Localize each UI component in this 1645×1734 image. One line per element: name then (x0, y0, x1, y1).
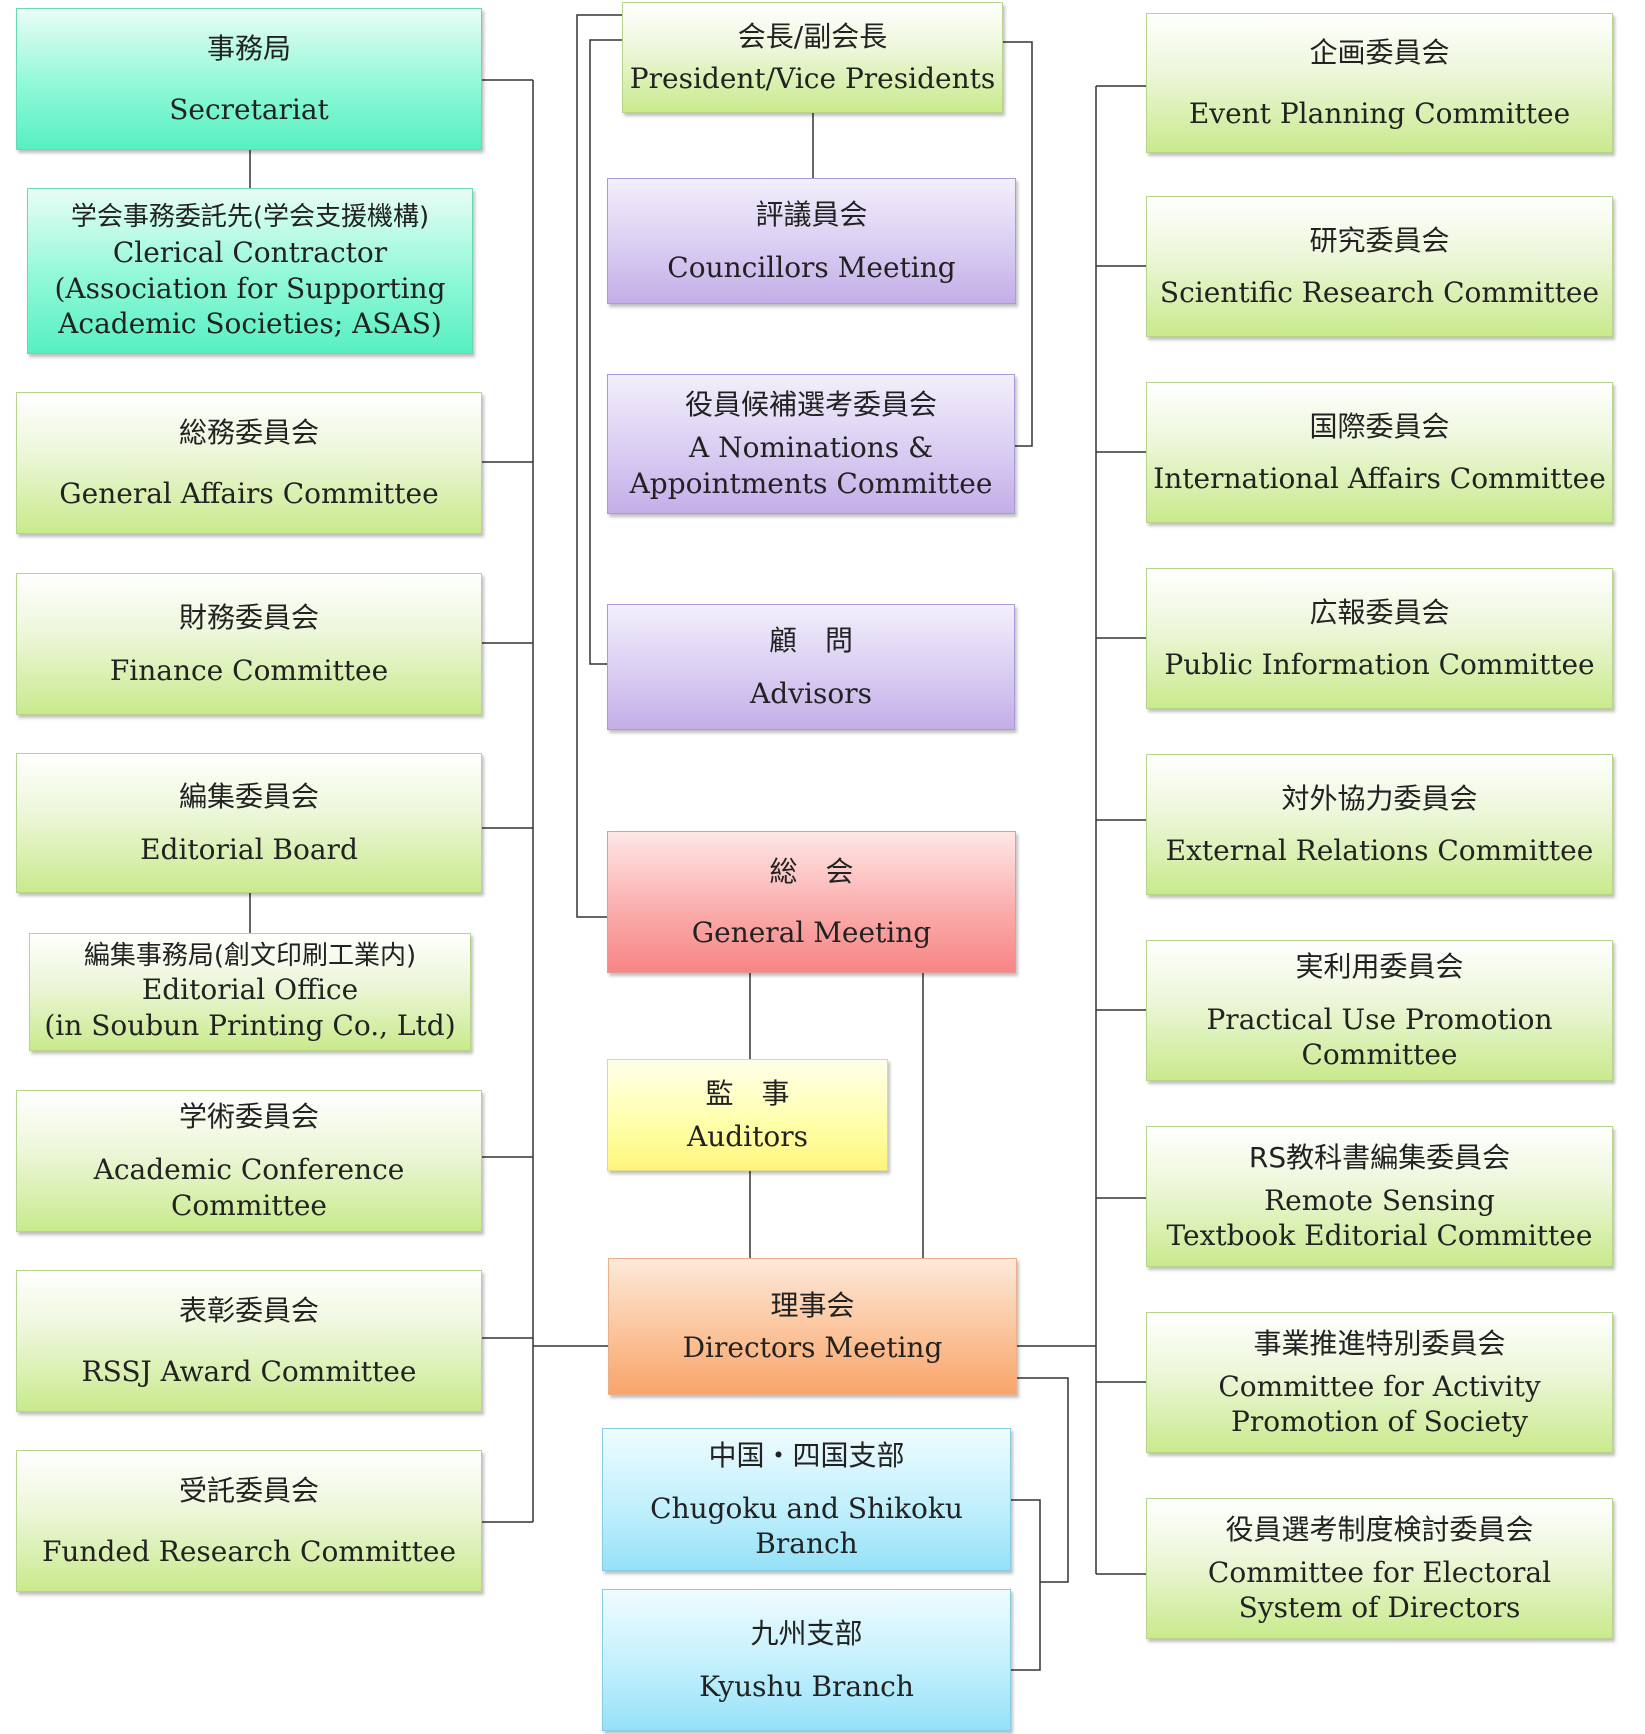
kyushu-branch-ja: 九州支部 (750, 1617, 863, 1651)
public-info-box: 広報委員会 Public Information Committee (1146, 568, 1613, 709)
textbook-editorial-en-line2: Textbook Editorial Committee (1166, 1219, 1593, 1253)
editorial-office-box: 編集事務局(創文印刷工業内) Editorial Office (in Soub… (29, 933, 471, 1051)
general-affairs-ja: 総務委員会 (178, 416, 319, 450)
academic-conference-en: Academic Conference Committee (93, 1153, 405, 1222)
councillors-en: Councillors Meeting (667, 250, 956, 284)
international-box: 国際委員会 International Affairs Committee (1146, 382, 1613, 523)
kyushu-branch-en: Kyushu Branch (699, 1669, 914, 1703)
advisors-box: 顧 問 Advisors (607, 604, 1015, 730)
advisors-en: Advisors (750, 676, 872, 710)
president-en: President/Vice Presidents (629, 62, 996, 96)
textbook-editorial-ja: RS教科書編集委員会 (1248, 1140, 1511, 1174)
editorial-office-ja: 編集事務局(創文印刷工業内) (83, 940, 417, 971)
chugoku-branch-box: 中国・四国支部 Chugoku and Shikoku Branch (602, 1428, 1011, 1571)
scientific-research-box: 研究委員会 Scientific Research Committee (1146, 196, 1613, 337)
general-affairs-box: 総務委員会 General Affairs Committee (16, 392, 482, 534)
clerical-contractor-box: 学会事務委託先(学会支援機構) Clerical Contractor (Ass… (27, 188, 473, 354)
activity-promotion-box: 事業推進特別委員会 Committee for Activity Promoti… (1146, 1312, 1613, 1453)
practical-use-box: 実利用委員会 Practical Use Promotion Committee (1146, 940, 1613, 1081)
general-affairs-en: General Affairs Committee (59, 476, 439, 510)
award-en: RSSJ Award Committee (81, 1354, 417, 1388)
chugoku-branch-ja: 中国・四国支部 (708, 1438, 905, 1472)
finance-en: Finance Committee (109, 653, 389, 687)
award-ja: 表彰委員会 (178, 1294, 319, 1328)
international-en: International Affairs Committee (1153, 462, 1606, 496)
finance-box: 財務委員会 Finance Committee (16, 573, 482, 715)
international-ja: 国際委員会 (1309, 409, 1450, 443)
editorial-board-en: Editorial Board (140, 832, 358, 866)
external-relations-ja: 対外協力委員会 (1281, 781, 1478, 815)
event-planning-box: 企画委員会 Event Planning Committee (1146, 13, 1613, 153)
electoral-system-box: 役員選考制度検討委員会 Committee for Electoral Syst… (1146, 1498, 1613, 1639)
bracket-general-meeting-president (576, 14, 622, 918)
finance-ja: 財務委員会 (178, 601, 319, 635)
practical-use-ja: 実利用委員会 (1295, 949, 1464, 983)
nominations-en-line2: Appointments Committee (629, 466, 993, 500)
electoral-system-en-line2: System of Directors (1238, 1591, 1521, 1625)
secretariat-en: Secretariat (169, 92, 329, 126)
funded-research-en: Funded Research Committee (41, 1534, 457, 1568)
president-ja: 会長/副会長 (737, 19, 888, 53)
clerical-en-line1: Clerical Contractor (112, 235, 388, 269)
academic-conference-box: 学術委員会 Academic Conference Committee (16, 1090, 482, 1232)
councillors-ja: 評議員会 (755, 198, 868, 232)
scientific-research-en: Scientific Research Committee (1159, 276, 1600, 310)
nominations-en-line1: A Nominations & (688, 431, 933, 465)
textbook-editorial-box: RS教科書編集委員会 Remote Sensing Textbook Edito… (1146, 1126, 1613, 1267)
bracket-branches (1011, 1499, 1041, 1671)
secretariat-ja: 事務局 (206, 32, 291, 66)
event-planning-en: Event Planning Committee (1188, 96, 1571, 130)
practical-use-en: Practical Use Promotion Committee (1206, 1002, 1553, 1072)
kyushu-branch-box: 九州支部 Kyushu Branch (602, 1589, 1011, 1731)
clerical-en-line2: (Association for Supporting (54, 271, 446, 305)
public-info-ja: 広報委員会 (1309, 595, 1450, 629)
event-planning-ja: 企画委員会 (1309, 36, 1450, 70)
bracket-advisors (589, 39, 622, 665)
general-meeting-ja: 総 会 (769, 855, 854, 889)
clerical-ja: 学会事務委託先(学会支援機構) (70, 201, 430, 232)
scientific-research-ja: 研究委員会 (1309, 223, 1450, 257)
textbook-editorial-en-line1: Remote Sensing (1264, 1183, 1495, 1217)
activity-promotion-en-line1: Committee for Activity (1218, 1369, 1541, 1403)
president-box: 会長/副会長 President/Vice Presidents (622, 2, 1003, 113)
directors-box: 理事会 Directors Meeting (608, 1258, 1017, 1395)
directors-ja: 理事会 (770, 1288, 855, 1322)
auditors-en: Auditors (687, 1119, 808, 1153)
nominations-box: 役員候補選考委員会 A Nominations & Appointments C… (607, 374, 1015, 514)
funded-research-box: 受託委員会 Funded Research Committee (16, 1450, 482, 1592)
editorial-board-box: 編集委員会 Editorial Board (16, 753, 482, 893)
activity-promotion-en-line2: Promotion of Society (1231, 1405, 1528, 1439)
chugoku-branch-en: Chugoku and Shikoku Branch (650, 1491, 963, 1561)
auditors-box: 監 事 Auditors (607, 1059, 888, 1171)
electoral-system-ja: 役員選考制度検討委員会 (1225, 1512, 1534, 1546)
editorial-office-en-line2: (in Soubun Printing Co., Ltd) (44, 1008, 456, 1042)
funded-research-ja: 受託委員会 (178, 1474, 319, 1508)
auditors-ja: 監 事 (705, 1077, 790, 1111)
connector-directors-branches (1017, 1377, 1069, 1583)
editorial-office-en-line1: Editorial Office (141, 972, 359, 1006)
external-relations-en: External Relations Committee (1165, 834, 1594, 868)
general-meeting-en: General Meeting (691, 915, 932, 949)
activity-promotion-ja: 事業推進特別委員会 (1253, 1326, 1506, 1360)
public-info-en: Public Information Committee (1164, 648, 1595, 682)
editorial-board-ja: 編集委員会 (178, 780, 319, 814)
award-box: 表彰委員会 RSSJ Award Committee (16, 1270, 482, 1412)
external-relations-box: 対外協力委員会 External Relations Committee (1146, 754, 1613, 895)
councillors-box: 評議員会 Councillors Meeting (607, 178, 1016, 304)
directors-en: Directors Meeting (682, 1331, 943, 1365)
clerical-en-line3: Academic Societies; ASAS) (58, 307, 442, 341)
advisors-ja: 顧 問 (768, 624, 853, 658)
bracket-nominations (1003, 41, 1033, 447)
general-meeting-box: 総 会 General Meeting (607, 831, 1016, 973)
secretariat-box: 事務局 Secretariat (16, 8, 482, 150)
electoral-system-en-line1: Committee for Electoral (1207, 1555, 1552, 1589)
academic-conference-ja: 学術委員会 (178, 1100, 319, 1134)
nominations-ja: 役員候補選考委員会 (684, 388, 937, 422)
